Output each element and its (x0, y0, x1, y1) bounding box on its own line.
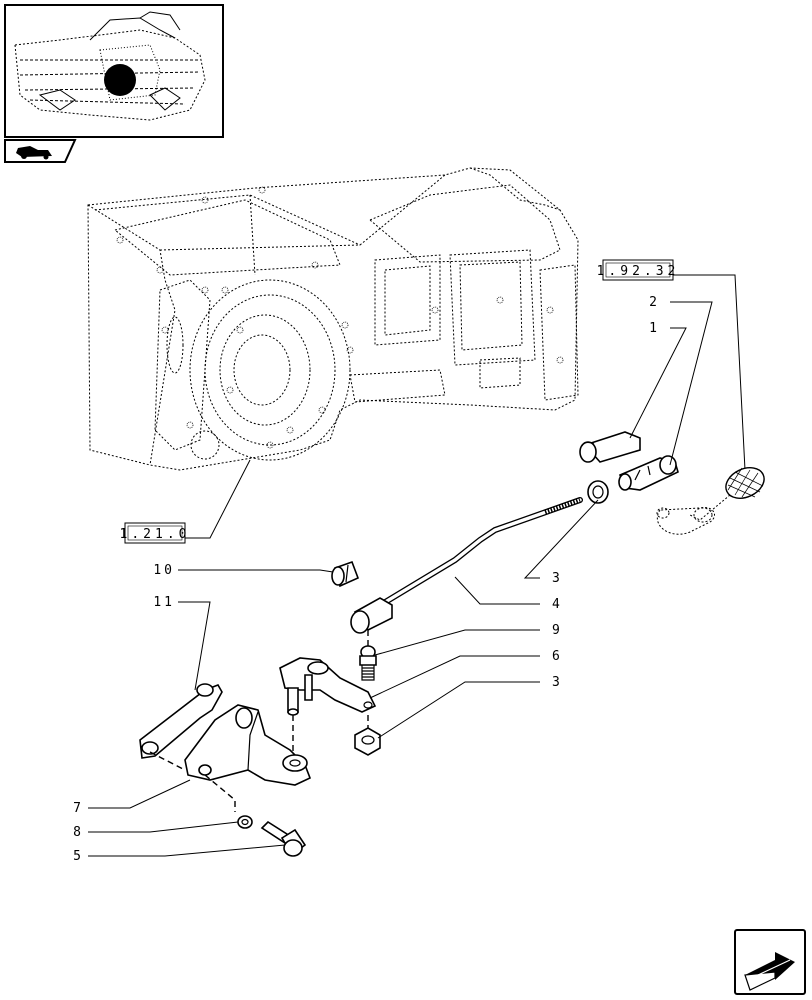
callout-10[interactable]: 10 (153, 563, 175, 578)
housing-reference-box[interactable]: 1.21.0 (120, 459, 251, 544)
part-8-washer (237, 815, 253, 829)
overview-thumbnail[interactable] (4, 4, 224, 163)
part-6-lever (279, 657, 377, 760)
pedal-reference-label: 1.92.32 (597, 264, 680, 279)
callout-numbers: 2 1 3 4 9 6 3 10 11 7 8 5 (73, 295, 660, 864)
callout-9[interactable]: 9 (552, 623, 563, 638)
part-2-fork (618, 455, 679, 491)
transmission-housing (87, 167, 579, 471)
callout-3-upper[interactable]: 3 (552, 571, 563, 586)
part-11-plate (139, 683, 223, 771)
callout-8[interactable]: 8 (73, 825, 84, 840)
callout-leaders (88, 301, 713, 857)
part-5-bolt (260, 820, 307, 857)
part-3-nut (354, 715, 381, 756)
callout-2[interactable]: 2 (649, 295, 660, 310)
brake-pedal (656, 467, 765, 535)
housing-reference-label: 1.21.0 (120, 527, 191, 542)
callout-5[interactable]: 5 (73, 849, 84, 864)
part-7-bracket (184, 704, 312, 812)
part-10-bushing (331, 560, 360, 588)
callout-3-lower[interactable]: 3 (552, 675, 563, 690)
locknut (587, 480, 609, 504)
next-page-arrow-icon[interactable] (734, 929, 806, 995)
tractor-section-icon[interactable] (4, 139, 77, 163)
thumbnail-location-marker (104, 64, 136, 96)
part-1-clevis (579, 431, 641, 463)
callout-1[interactable]: 1 (649, 321, 660, 336)
part-4-control-rod (350, 497, 583, 634)
part-9-ball-stud (359, 630, 377, 681)
callout-4[interactable]: 4 (552, 597, 563, 612)
pedal-reference-box[interactable]: 1.92.32 (597, 259, 746, 471)
callout-7[interactable]: 7 (73, 801, 84, 816)
callout-11[interactable]: 11 (153, 595, 175, 610)
callout-6[interactable]: 6 (552, 649, 563, 664)
